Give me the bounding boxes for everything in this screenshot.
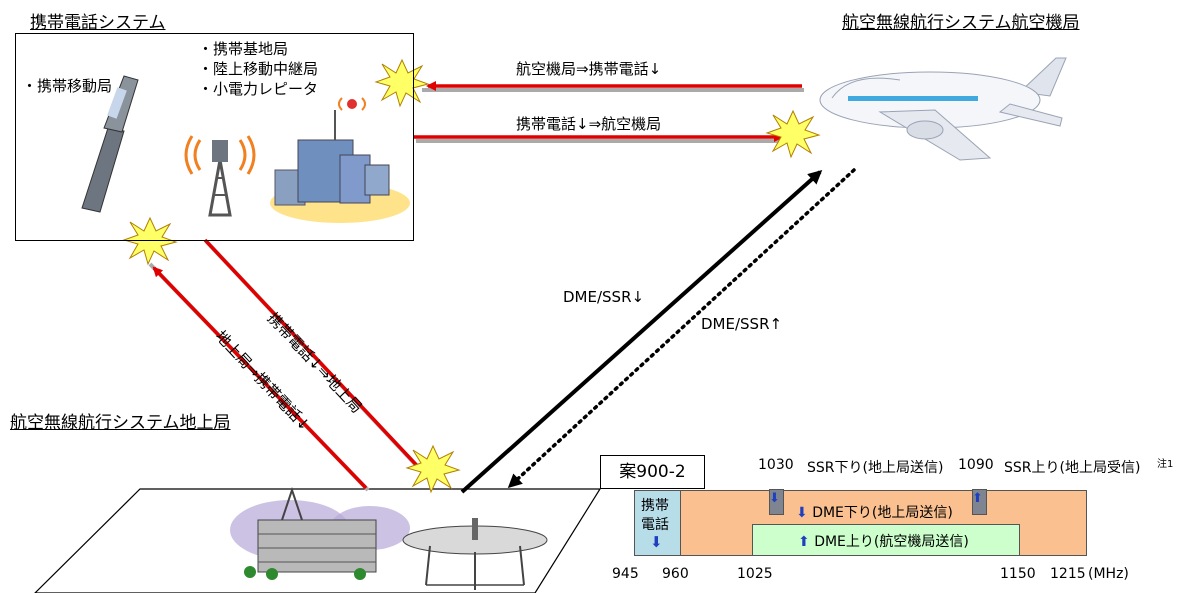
burst-mobile-top — [374, 58, 430, 108]
title-mobile-system: 携帯電話システム — [30, 13, 166, 33]
label-mobile-to-aircraft: 携帯電話↓⇒航空機局 — [516, 115, 662, 133]
dme-up-label: ⬆ DME上り(航空機局送信) — [798, 531, 969, 551]
title-aviation-aircraft: 航空無線航行システム航空機局 — [842, 13, 1080, 33]
arrow-down-icon: ⬇ — [650, 533, 663, 551]
burst-ground — [405, 444, 461, 494]
dme-up-arrow-icon: ⬆ — [798, 534, 815, 550]
ssr-down-marker — [769, 489, 784, 515]
tick-960: 960 — [662, 566, 689, 582]
label-base-station: ・携帯基地局 — [198, 40, 289, 58]
label-dme-ssr-up: DME/SSR↑ — [701, 315, 783, 333]
ssr-down-arrow-icon: ⬇ — [769, 491, 780, 506]
antenna-array-illustration — [402, 518, 548, 590]
dme-down-label: ⬇ DME下り(地上局送信) — [796, 502, 953, 522]
label-aircraft-to-mobile: 航空機局⇒携帯電話↓ — [516, 60, 662, 78]
arrow-ground-to-mobile — [148, 262, 370, 492]
burst-aircraft — [765, 109, 821, 159]
arrow-aircraft-to-mobile — [422, 81, 804, 92]
ssr-up-arrow-icon: ⬆ — [972, 491, 983, 506]
ssr-down-freq: 1030 — [758, 457, 794, 473]
dme-up-band — [752, 524, 1020, 556]
title-aviation-ground: 航空無線航行システム地上局 — [10, 413, 231, 433]
label-dme-ssr-down: DME/SSR↓ — [563, 288, 645, 306]
airplane-illustration — [819, 57, 1067, 161]
arrow-dme-ssr-up — [507, 168, 856, 489]
buildings-illustration — [270, 97, 410, 223]
mobile-band-label-1: 携帯 — [641, 498, 669, 514]
label-relay-station: ・陸上移動中継局 — [198, 60, 319, 78]
tower-illustration — [184, 135, 256, 217]
ssr-up-freq: 1090 — [958, 457, 994, 473]
tick-1025: 1025 — [737, 566, 773, 582]
mobile-band-label-2: 電話 — [641, 517, 669, 533]
ssr-down-label: SSR下り(地上局送信) — [807, 460, 944, 476]
arrow-mobile-to-aircraft — [414, 132, 792, 143]
ssr-up-marker — [972, 489, 987, 515]
dme-up-text: DME上り(航空機局送信) — [814, 534, 969, 550]
ssr-up-label: SSR上り(地上局受信) — [1004, 460, 1141, 476]
label-mobile-station: ・携帯移動局 — [22, 77, 113, 95]
note-superscript: 注1 — [1157, 459, 1174, 470]
label-repeater: ・小電力レピータ — [198, 80, 319, 98]
case-label: 案900-2 — [600, 455, 705, 489]
tick-unit: (MHz) — [1088, 566, 1129, 582]
arrow-mobile-to-ground — [203, 238, 432, 482]
mobile-band — [634, 490, 682, 556]
tick-945: 945 — [612, 566, 639, 582]
ground-station-illustration — [230, 486, 410, 580]
arrow-dme-ssr-down — [460, 170, 823, 494]
tick-1215: 1215 — [1050, 566, 1086, 582]
cellphone-illustration — [81, 75, 139, 213]
dme-down-text: DME下り(地上局送信) — [812, 505, 953, 521]
mobile-system-box — [15, 33, 414, 241]
burst-mobile-bottom — [122, 216, 178, 266]
tick-1150: 1150 — [1000, 566, 1036, 582]
dme-down-arrow-icon: ⬇ — [796, 505, 813, 521]
